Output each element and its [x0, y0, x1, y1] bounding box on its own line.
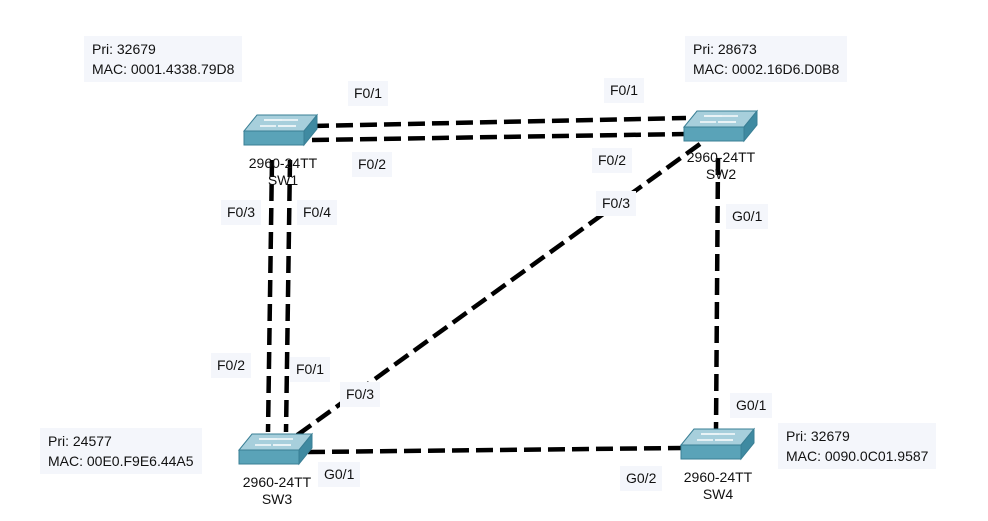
- link-sw3-sw4: [307, 445, 685, 455]
- sw1-info: Pri: 32679 MAC: 0001.4338.79D8: [84, 36, 243, 82]
- switch-sw4-icon[interactable]: [680, 428, 755, 460]
- sw1-name: SW1: [267, 172, 299, 188]
- port-label-sw2-f01: F0/1: [604, 78, 645, 103]
- sw1-model: 2960-24TT: [248, 155, 318, 171]
- sw3-info: Pri: 24577 MAC: 00E0.F9E6.44A5: [40, 428, 202, 474]
- link-sw1-sw2-f02: [311, 131, 687, 143]
- sw1-priority: Pri: 32679: [92, 41, 156, 57]
- port-label-sw2-g01: G0/1: [726, 204, 769, 229]
- link-sw2-sw4: [713, 157, 721, 431]
- sw4-name: SW4: [702, 486, 734, 502]
- sw4-mac: MAC: 0090.0C01.9587: [786, 448, 929, 464]
- port-label-sw1-f01: F0/1: [348, 81, 389, 106]
- sw4-priority: Pri: 32679: [786, 428, 850, 444]
- sw4-device-label: 2960-24TT SW4: [673, 469, 763, 503]
- port-label-sw1-f03: F0/3: [221, 200, 262, 225]
- link-sw1-sw3-b: [283, 159, 293, 433]
- sw4-info: Pri: 32679 MAC: 0090.0C01.9587: [778, 423, 937, 469]
- sw2-model: 2960-24TT: [686, 149, 756, 165]
- switch-sw2-icon[interactable]: [683, 110, 758, 142]
- sw1-device-label: 2960-24TT SW1: [238, 155, 328, 189]
- port-label-sw1-f02: F0/2: [352, 152, 393, 177]
- port-label-sw4-g01: G0/1: [730, 393, 773, 418]
- sw2-priority: Pri: 28673: [693, 41, 757, 57]
- sw2-name: SW2: [705, 166, 737, 182]
- sw3-priority: Pri: 24577: [48, 433, 112, 449]
- sw1-mac: MAC: 0001.4338.79D8: [92, 61, 235, 77]
- sw2-mac: MAC: 0002.16D6.D0B8: [693, 61, 840, 77]
- sw3-device-label: 2960-24TT SW3: [232, 474, 322, 508]
- link-sw1-sw2-f01: [311, 115, 687, 129]
- sw3-mac: MAC: 00E0.F9E6.44A5: [48, 453, 194, 469]
- sw3-model: 2960-24TT: [242, 474, 312, 490]
- port-label-sw4-g02: G0/2: [620, 466, 663, 491]
- switch-sw3-icon[interactable]: [238, 433, 313, 465]
- port-label-sw3-f03: F0/3: [340, 382, 381, 407]
- port-label-sw3-f02: F0/2: [211, 353, 252, 378]
- sw3-name: SW3: [261, 491, 293, 507]
- sw2-info: Pri: 28673 MAC: 0002.16D6.D0B8: [685, 36, 848, 82]
- port-label-sw2-f02: F0/2: [592, 148, 633, 173]
- port-label-sw1-f04: F0/4: [297, 200, 338, 225]
- port-label-sw3-f01: F0/1: [290, 357, 331, 382]
- switch-sw1-icon[interactable]: [243, 114, 318, 146]
- sw4-model: 2960-24TT: [683, 469, 753, 485]
- link-sw1-sw3-a: [265, 159, 275, 433]
- port-label-sw3-g01: G0/1: [318, 462, 361, 487]
- sw2-device-label: 2960-24TT SW2: [676, 149, 766, 183]
- port-label-sw2-f03: F0/3: [596, 191, 637, 216]
